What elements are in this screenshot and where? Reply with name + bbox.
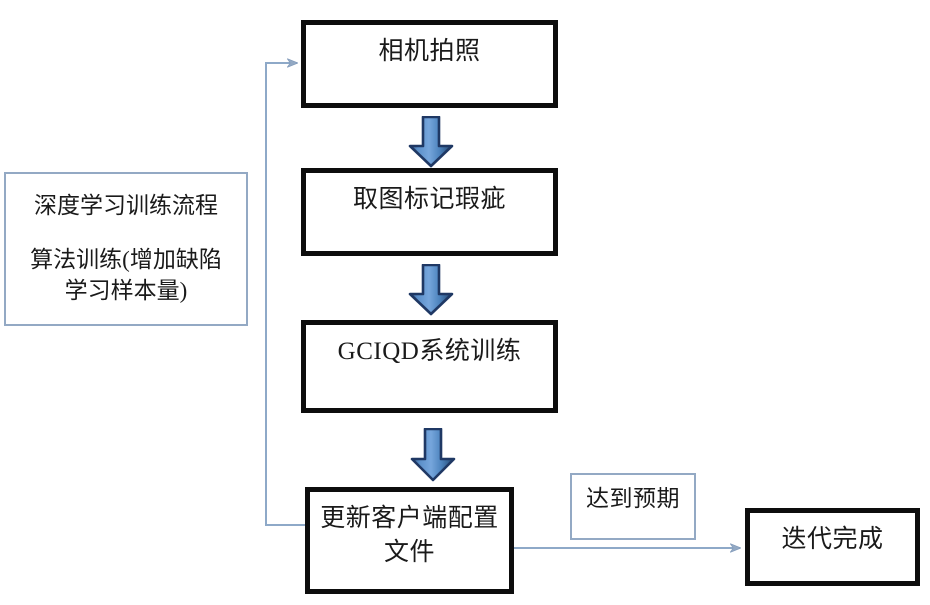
node-iteration-done-label: 迭代完成 — [781, 526, 884, 553]
node-system-training-label: GCIQD系统训练 — [337, 338, 522, 365]
node-update-client-config[interactable]: 更新客户端配置 文件 — [305, 487, 514, 594]
node-mark-defects-label: 取图标记瑕疵 — [352, 186, 506, 213]
node-system-training[interactable]: GCIQD系统训练 — [301, 320, 558, 413]
training-process-note-panel: 深度学习训练流程 算法训练(增加缺陷 学习样本量) — [4, 172, 248, 326]
note-line-title: 深度学习训练流程 — [34, 193, 218, 218]
feedback-connector — [265, 63, 305, 526]
node-mark-defects[interactable]: 取图标记瑕疵 — [301, 168, 558, 256]
node-expectation-met-label: 达到预期 — [586, 486, 680, 511]
node-update-client-config-label: 更新客户端配置 文件 — [320, 505, 499, 566]
node-camera-capture-label: 相机拍照 — [378, 38, 481, 65]
arrow-training-to-update — [410, 428, 456, 482]
arrow-mark-to-training — [408, 264, 454, 316]
note-line-detail: 算法训练(增加缺陷 学习样本量) — [30, 246, 222, 304]
arrow-camera-to-mark — [408, 116, 454, 168]
node-camera-capture[interactable]: 相机拍照 — [301, 20, 558, 108]
node-expectation-met[interactable]: 达到预期 — [570, 473, 696, 540]
node-iteration-done[interactable]: 迭代完成 — [745, 508, 920, 586]
